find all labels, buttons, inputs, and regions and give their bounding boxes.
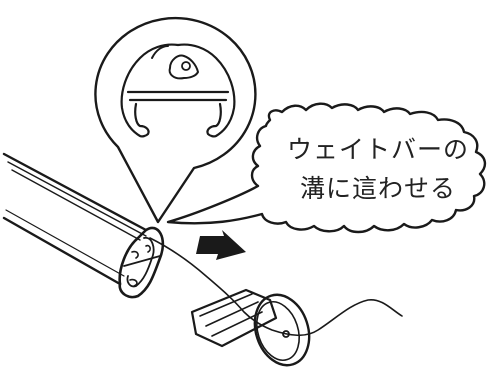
end-cap (190, 288, 311, 367)
weight-bar (2, 152, 148, 286)
weight-bar-end-profile (118, 226, 165, 299)
cord (149, 237, 403, 337)
callout-bubble (166, 102, 487, 234)
magnified-profile-icon (94, 16, 257, 224)
insert-direction-arrow-icon (196, 230, 246, 260)
callout-line-1: ウェイトバーの (286, 135, 469, 164)
callout-line-2: 溝に這わせる (299, 174, 456, 203)
